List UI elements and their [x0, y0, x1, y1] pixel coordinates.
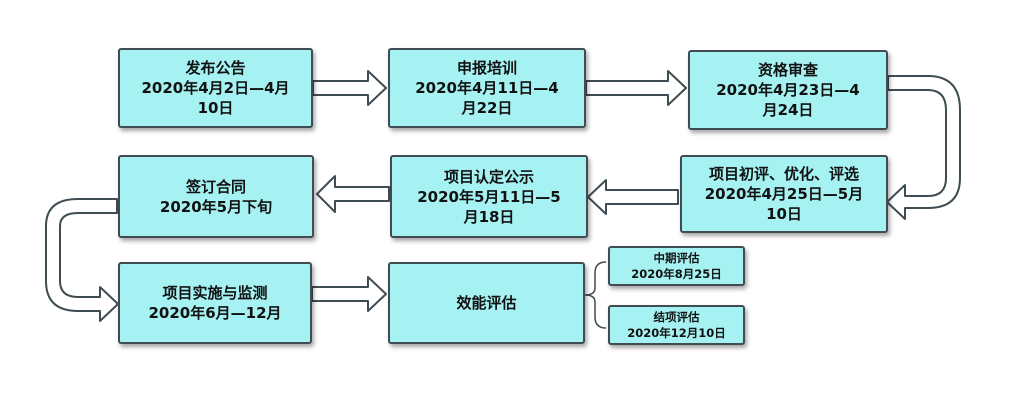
step-application-training: 申报培训 2020年4月11日—4 月22日	[388, 48, 586, 128]
step-publish-announcement: 发布公告 2020年4月2日—4月 10日	[118, 48, 313, 128]
arrow-apply-to-review	[585, 70, 687, 106]
arrow-select-to-announce	[587, 179, 679, 215]
arrow-contract-to-implement	[45, 198, 119, 322]
evaluation-bracket	[584, 261, 607, 329]
step-qualification-review: 资格审查 2020年4月23日—4 月24日	[688, 50, 888, 130]
step-initial-review-selection: 项目初评、优化、评选 2020年4月25日—5月 10日	[680, 155, 888, 233]
step-implementation-monitoring: 项目实施与监测 2020年6月—12月	[118, 262, 312, 344]
step-effectiveness-evaluation: 效能评估	[388, 262, 585, 344]
substep-final-evaluation: 结项评估 2020年12月10日	[608, 305, 745, 345]
step-sign-contract: 签订合同 2020年5月下旬	[118, 155, 314, 238]
arrow-review-to-select	[886, 75, 961, 220]
step-project-publicity: 项目认定公示 2020年5月11日—5 月18日	[390, 155, 588, 238]
arrow-announce-to-contract	[316, 175, 390, 213]
arrow-publish-to-apply	[312, 70, 387, 106]
substep-midterm-evaluation: 中期评估 2020年8月25日	[608, 246, 745, 286]
arrow-implement-to-evaluate	[311, 276, 387, 312]
